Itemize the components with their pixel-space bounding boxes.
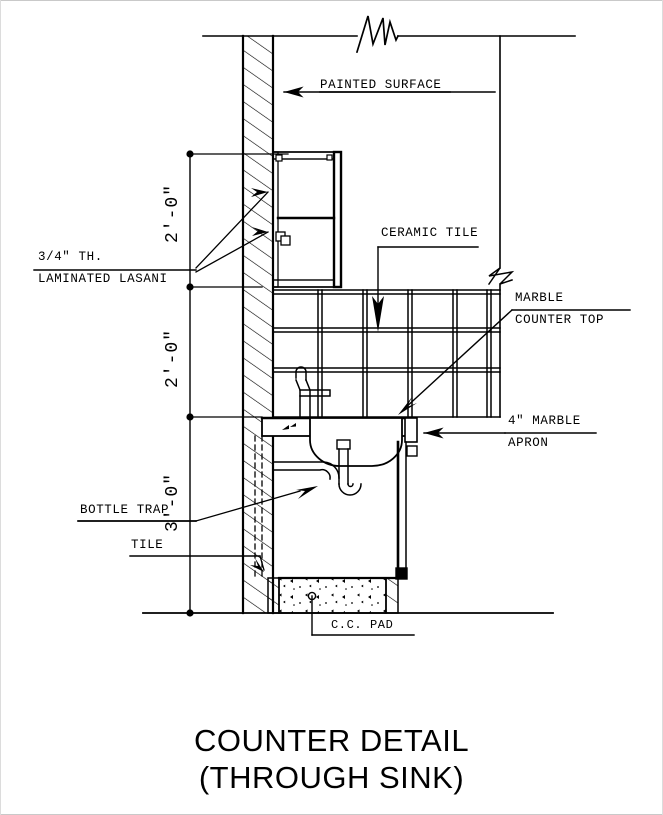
label-laminated-lasani-thickness: 3/4" TH.	[38, 250, 103, 264]
label-counter-top: COUNTER TOP	[515, 313, 605, 327]
dimension-backsplash-height: 2'-0"	[163, 328, 183, 388]
ceramic-tile-grid	[272, 289, 501, 418]
drawing-subtitle: (THROUGH SINK)	[198, 760, 465, 795]
label-tile: TILE	[131, 538, 164, 552]
leader-bottle-trap	[77, 486, 318, 522]
counter-detail-drawing	[33, 15, 631, 636]
counter-front-edge	[395, 440, 408, 580]
label-laminated-lasani: LAMINATED LASANI	[38, 272, 168, 286]
top-break-line	[202, 15, 576, 54]
right-extent-line	[487, 35, 515, 418]
label-cc-pad: C.C. PAD	[331, 618, 394, 632]
sink-basin	[309, 417, 403, 467]
bottle-trap	[272, 439, 362, 496]
leader-cc-pad	[311, 595, 415, 636]
sheet-border-left	[0, 0, 1, 815]
wall-cabinet	[272, 150, 343, 289]
label-marble-apron-size: 4" MARBLE	[508, 414, 581, 428]
wall-tile-skirt	[254, 435, 263, 579]
dimension-counter-height: 3'-0"	[163, 472, 183, 532]
cc-pad	[267, 576, 400, 614]
label-bottle-trap: BOTTLE TRAP	[80, 503, 170, 517]
leader-marble-counter-top	[398, 309, 631, 415]
sheet-border-top	[0, 0, 663, 1]
drawing-title: COUNTER DETAIL	[193, 723, 470, 758]
leader-laminated-lasani	[33, 188, 269, 273]
dimension-upper-cabinet-height: 2'-0"	[163, 183, 183, 243]
leader-ceramic-tile	[372, 246, 479, 332]
leader-tile	[129, 555, 265, 572]
faucet	[295, 366, 331, 419]
marble-apron	[404, 417, 418, 457]
label-ceramic-tile: CERAMIC TILE	[381, 226, 479, 240]
masonry-wall	[241, 34, 275, 615]
dimension-string	[186, 150, 289, 617]
label-painted-surface: PAINTED SURFACE	[320, 78, 442, 92]
label-apron: APRON	[508, 436, 549, 450]
label-marble: MARBLE	[515, 291, 564, 305]
